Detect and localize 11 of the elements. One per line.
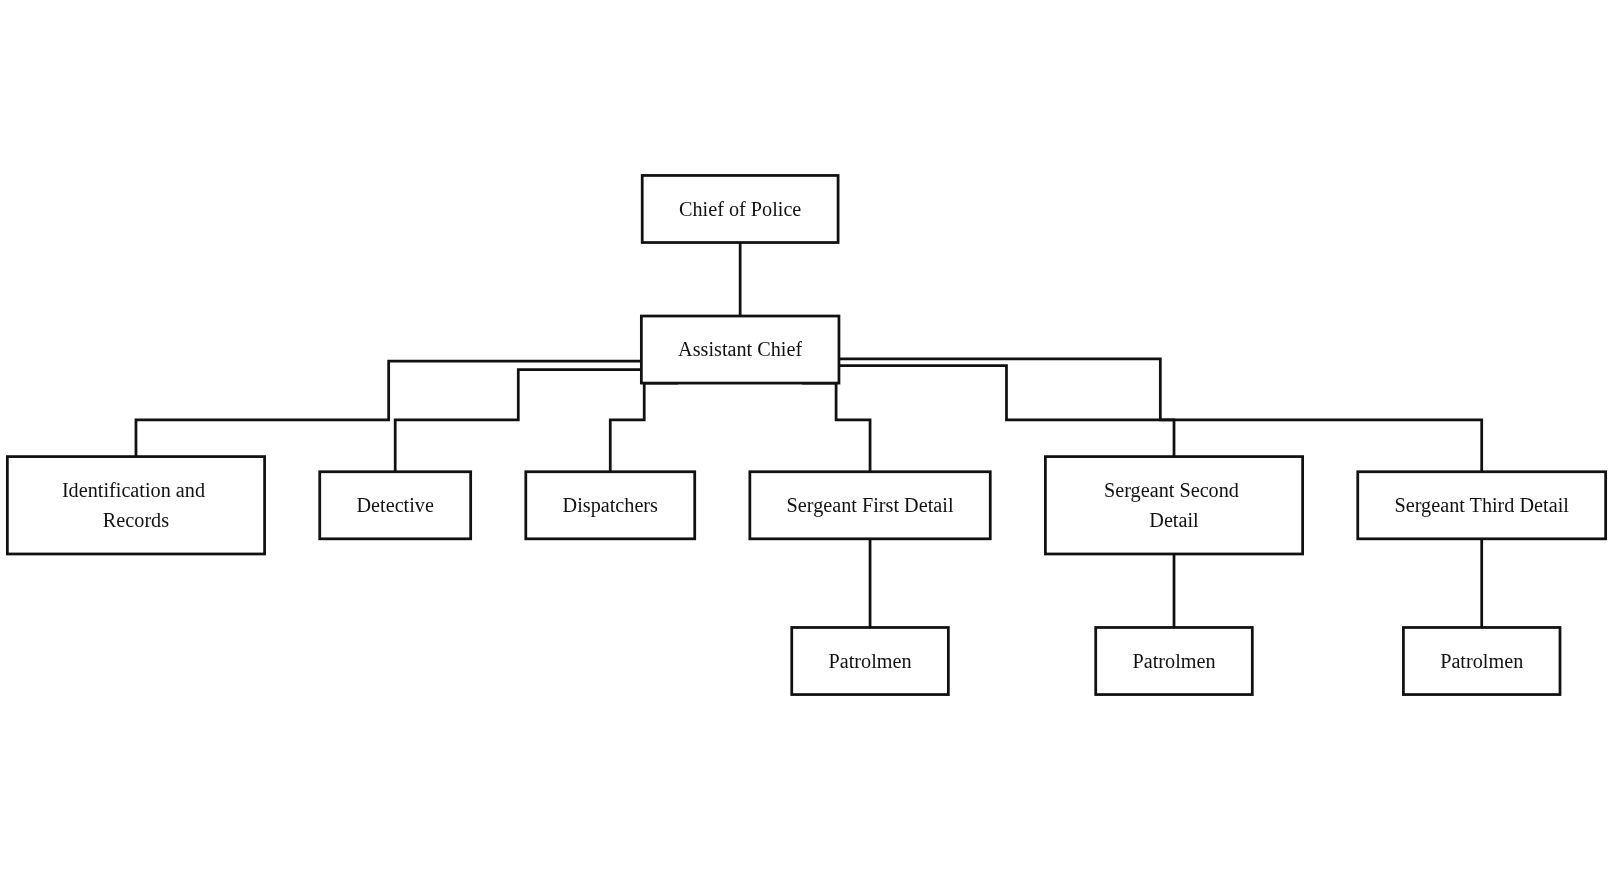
node-box: Sergeant First Detail	[748, 470, 992, 541]
node-box: Sergeant Third Detail	[1356, 470, 1608, 541]
node-box: Detective	[318, 470, 473, 541]
node-box: Patrolmen	[1402, 626, 1562, 696]
node-box: Patrolmen	[1094, 626, 1254, 696]
node-box: Dispatchers	[524, 470, 697, 541]
node-box: Patrolmen	[790, 626, 950, 696]
node-box: Chief of Police	[640, 174, 840, 244]
node-box: Identification and Records	[5, 455, 266, 556]
node-box: Sergeant Second Detail	[1044, 455, 1304, 556]
node-box: Assistant Chief	[640, 314, 841, 385]
